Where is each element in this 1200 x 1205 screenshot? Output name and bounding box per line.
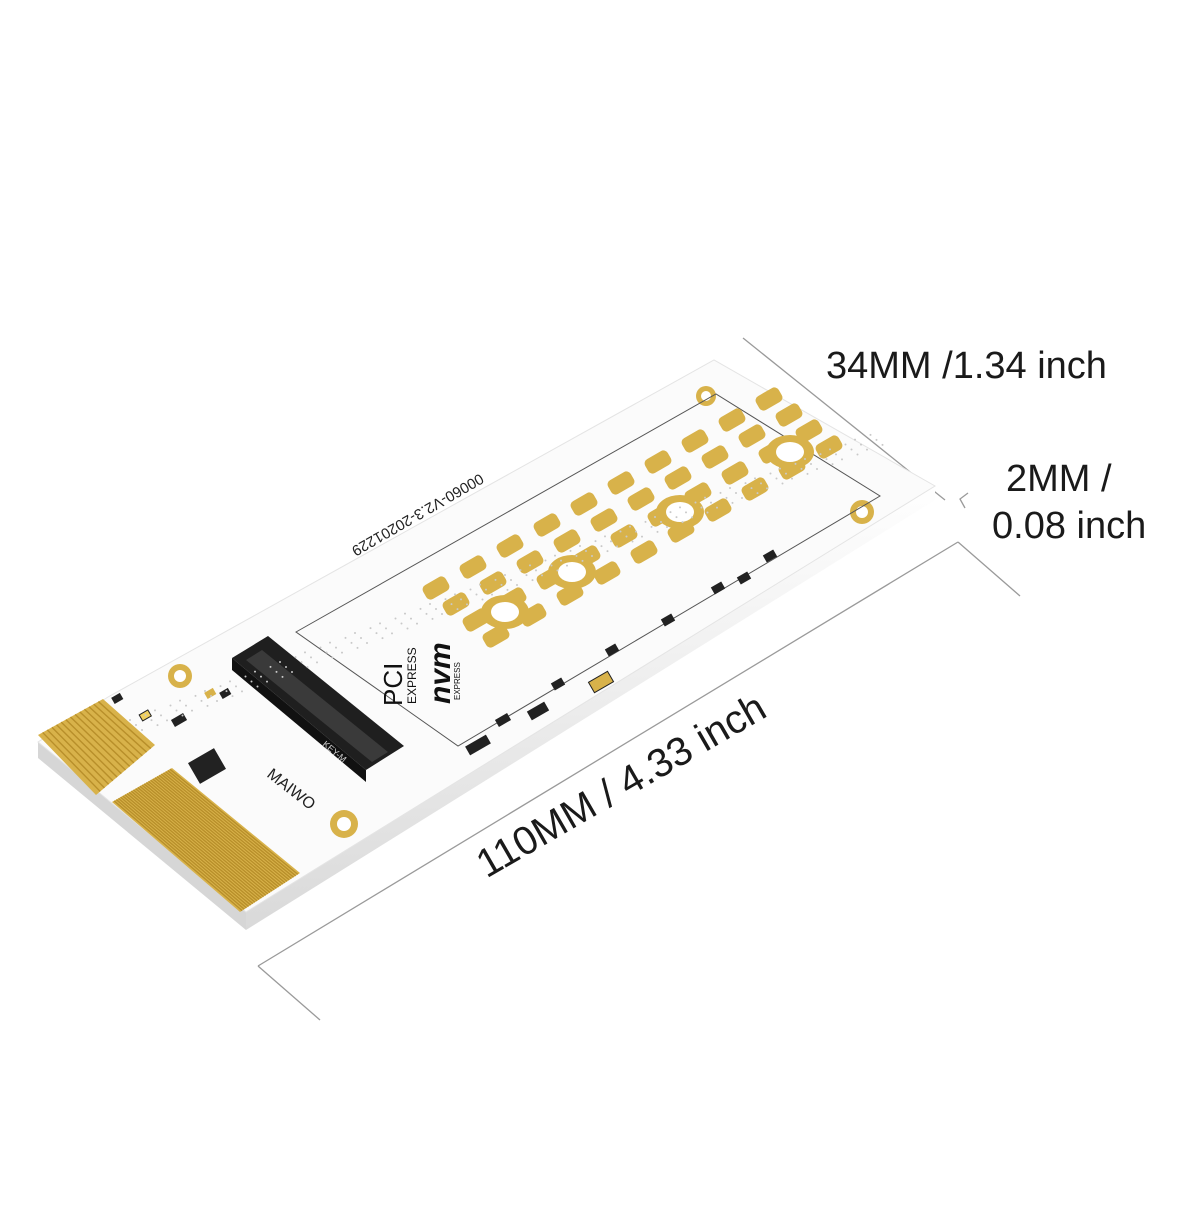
gold-pad [815,435,843,459]
standoff-pads [481,435,814,629]
m2-zone-outline [295,393,881,747]
gold-pad [775,403,803,427]
gold-pad [496,534,524,558]
smd-components [111,549,778,784]
gold-pad [718,408,746,432]
chip-ic [188,748,226,784]
thickness-dim-mark [959,492,969,509]
logo-nvme-express: EXPRESS [453,662,462,700]
gold-pad [721,461,749,485]
gold-fingers [38,699,300,912]
gold-pad [644,450,672,474]
logo-pci: PCI [378,663,408,706]
gold-pad [459,555,487,579]
gold-pad [516,550,544,574]
gold-pad [533,513,561,537]
gold-pad [630,540,658,564]
gold-pad [701,445,729,469]
gold-fingers-long [112,768,300,912]
width-dimension-label: 34MM /1.34 inch [826,345,1107,387]
gold-pad [570,492,598,516]
gold-pad [664,466,692,490]
pcb-edge-long [246,486,935,930]
length-dim-end-right [957,541,1021,597]
m2-connector: KEY-M [232,636,404,782]
gold-pad [553,529,581,553]
gold-pad [593,561,621,585]
gold-pad [442,592,470,616]
gold-pad [482,624,510,648]
pcb-edge [38,742,246,930]
gold-pad [795,419,823,443]
gold-pad [610,524,638,548]
gold-fingers-short [38,699,155,795]
gold-pad [607,471,635,495]
length-dim-end-left [257,965,321,1021]
pcie-nvme-logo: PCI EXPRESS nvm EXPRESS [378,642,462,706]
logo-express: EXPRESS [405,647,419,704]
gold-pad [755,387,783,411]
gold-pad [590,508,618,532]
thickness-dimension-label-inch: 0.08 inch [992,505,1147,547]
mounting-holes [168,386,874,838]
thickness-dimension-label: 2MM / [1006,458,1112,500]
gold-pad [519,603,547,627]
gold-pad [738,424,766,448]
logo-nvme: nvm [424,642,457,704]
gold-pad [704,498,732,522]
gold-pad [627,487,655,511]
gold-pad [681,429,709,453]
pcb-vias [129,433,884,731]
gold-pad [422,576,450,600]
length-dim-line [257,541,959,967]
